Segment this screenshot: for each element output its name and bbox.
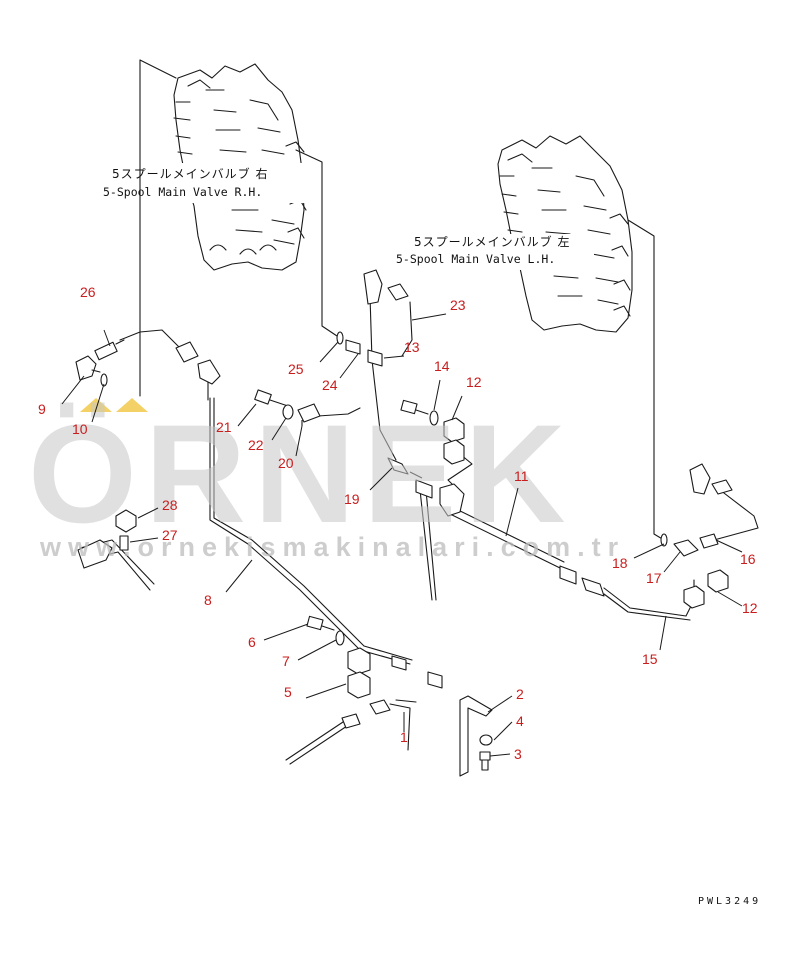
line-15-nut <box>581 577 605 597</box>
callout-11: 11 <box>514 468 529 484</box>
part-17-elbow <box>673 539 699 557</box>
drawing-code: PWL3249 <box>698 896 761 907</box>
callout-10: 10 <box>72 421 88 437</box>
callout-14: 14 <box>434 358 450 374</box>
part-9-elbow <box>75 355 101 381</box>
pipe-elbow <box>439 483 465 517</box>
pipe-8-nut <box>391 655 407 671</box>
part-1-end <box>341 713 361 729</box>
callout-22: 22 <box>248 437 264 453</box>
pipe-8-end <box>427 671 443 689</box>
elbow-fitting <box>197 359 221 385</box>
part-27-fitting <box>119 535 129 551</box>
callout-5: 5 <box>284 684 292 700</box>
callout-13: 13 <box>404 339 420 355</box>
part-25-oring <box>336 331 344 345</box>
fittings <box>75 269 733 777</box>
part-16-elbow <box>689 463 711 495</box>
part-12-block-lower <box>683 569 729 609</box>
valve-rh-label-en: 5-Spool Main Valve R.H. <box>103 185 262 199</box>
callout-15: 15 <box>642 651 658 667</box>
callout-3: 3 <box>514 746 522 762</box>
lever-bracket <box>77 539 113 569</box>
watermark-umlaut-icon <box>80 398 148 412</box>
callout-6: 6 <box>248 634 256 650</box>
part-23-elbow <box>363 269 383 305</box>
valve-rh-label-jp: 5スプールメインバルブ 右 <box>112 166 268 181</box>
valve-lh-label-en: 5-Spool Main Valve L.H. <box>396 252 555 266</box>
part-16-nut <box>711 479 733 495</box>
part-6-bolt <box>306 615 335 631</box>
part-24-nut <box>367 349 383 367</box>
part-20-clamp <box>297 403 321 426</box>
valve-lh-label-jp: 5スプールメインバルブ 左 <box>414 234 570 249</box>
callout-19: 19 <box>344 491 360 507</box>
callout-28: 28 <box>162 497 178 513</box>
callout-12-lower: 12 <box>742 600 758 616</box>
part-17-nut <box>699 533 719 549</box>
callout-17: 17 <box>646 570 662 586</box>
part-22-washer <box>282 404 294 420</box>
callout-26: 26 <box>80 284 96 300</box>
part-24-connector <box>345 339 361 355</box>
leader-lines <box>61 313 743 757</box>
part-23-nut <box>387 283 409 301</box>
part-28-nut <box>115 509 137 533</box>
watermark-brand: ÖRNEK <box>28 395 574 552</box>
part-7-washer <box>335 630 345 646</box>
line-11-nut <box>559 565 577 585</box>
part-14-washer <box>429 410 439 426</box>
callout-20: 20 <box>278 455 294 471</box>
callout-2: 2 <box>516 686 524 702</box>
callout-21: 21 <box>216 419 232 435</box>
callout-7: 7 <box>282 653 290 669</box>
part-1-nut <box>369 699 391 715</box>
callout-9: 9 <box>38 401 46 417</box>
callout-27: 27 <box>162 527 178 543</box>
part-12-block-upper <box>443 417 465 465</box>
callout-18: 18 <box>612 555 628 571</box>
part-21-bolt <box>254 389 289 407</box>
callout-12-upper: 12 <box>466 374 482 390</box>
callout-numbers: 26 9 10 21 22 20 25 24 13 23 14 12 19 11… <box>38 284 758 762</box>
part-3-bolt <box>479 751 491 771</box>
callout-23: 23 <box>450 297 466 313</box>
part-13-bolt <box>400 399 429 415</box>
part-19-fitting <box>387 457 423 479</box>
callout-1: 1 <box>400 729 408 745</box>
part-26-bolt <box>94 339 125 361</box>
callout-25: 25 <box>288 361 304 377</box>
part-18-oring <box>660 533 668 547</box>
callout-24: 24 <box>322 377 338 393</box>
part-2-bracket <box>459 695 493 777</box>
part-5-block <box>347 647 371 699</box>
part-4-washer <box>479 734 493 746</box>
callout-16: 16 <box>740 551 756 567</box>
part-19-nut <box>415 479 433 499</box>
part-10-oring <box>100 373 108 387</box>
watermark: ÖRNEK www.ornekismakinalari.com.tr <box>28 395 625 562</box>
watermark-url: www.ornekismakinalari.com.tr <box>39 532 625 562</box>
hose-end-fitting <box>175 341 199 363</box>
callout-8: 8 <box>204 592 212 608</box>
callout-4: 4 <box>516 713 524 729</box>
